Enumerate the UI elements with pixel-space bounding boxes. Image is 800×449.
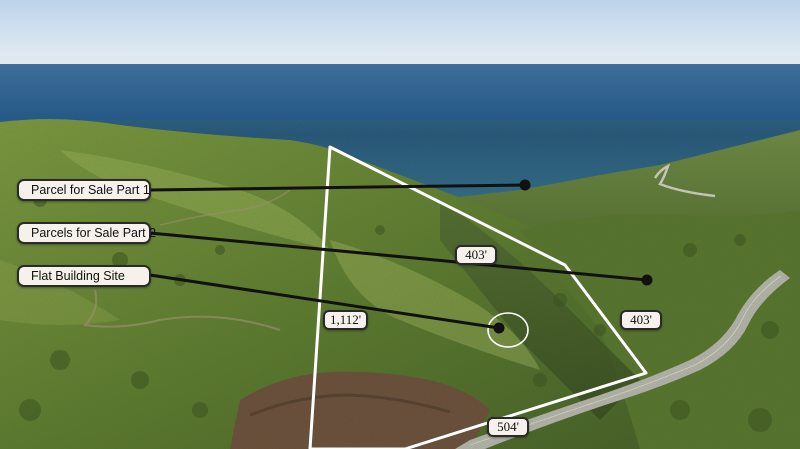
building-site-circle: [487, 312, 529, 348]
dimension-left-side: 1,112': [323, 310, 368, 330]
pointer-dot-building-site: [493, 322, 505, 334]
callout-parcels-part-2: Parcels for Sale Part 2: [17, 222, 156, 244]
dimension-bottom-side: 504': [487, 417, 529, 437]
pointer-line-part-2: [149, 231, 648, 282]
pointer-line-building-site: [149, 273, 500, 330]
dimension-top-side: 403': [455, 245, 497, 265]
pointer-dot-part-2: [641, 274, 653, 286]
callout-parcel-part-1: Parcel for Sale Part 1: [17, 179, 151, 201]
pointer-line-part-1: [149, 183, 526, 192]
parcel-boundary: [308, 145, 648, 449]
dimension-right-side: 403': [620, 310, 662, 330]
pointer-dot-part-1: [519, 179, 531, 191]
callout-flat-building-site: Flat Building Site: [17, 265, 151, 287]
